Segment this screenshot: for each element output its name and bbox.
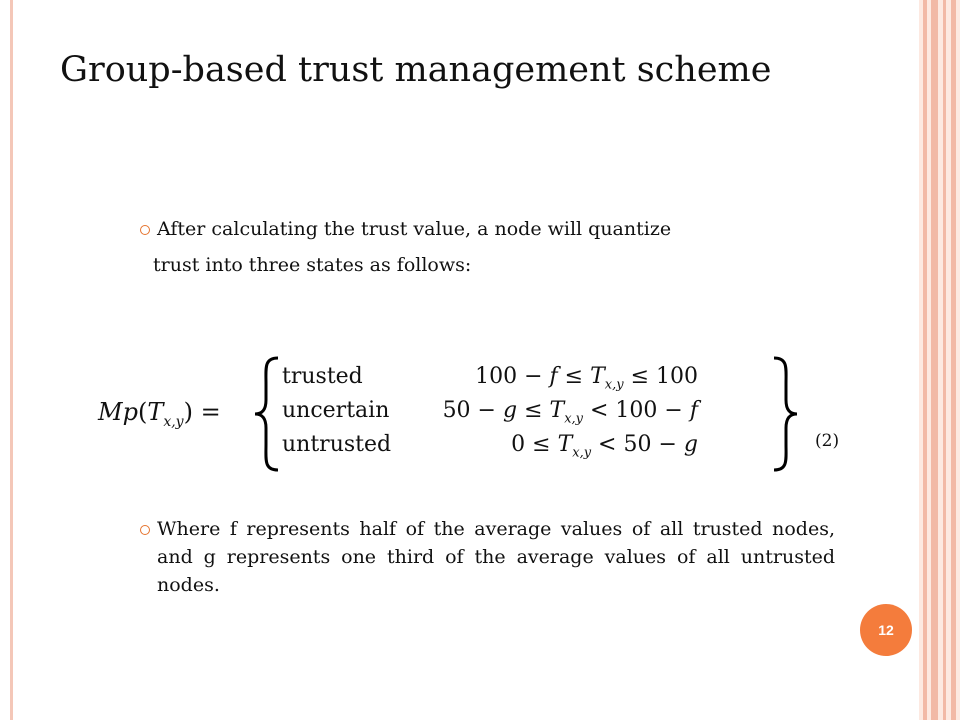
- case-condition-trusted: 100 − f ≤ Tx,y ≤ 100: [475, 364, 698, 393]
- bullet-1-line-1: After calculating the trust value, a nod…: [157, 218, 672, 240]
- right-frame-stripe-3: [943, 0, 946, 720]
- bullet-marker-1: [140, 225, 150, 235]
- left-frame-line: [10, 0, 13, 720]
- left-brace-icon: [254, 356, 279, 472]
- formula-lhs: Mp(Tx,y) =: [98, 398, 221, 430]
- formula-subscript: x,y: [163, 413, 184, 430]
- formula-variable: T: [147, 398, 164, 426]
- bullet-1: After calculating the trust value, a nod…: [153, 215, 837, 279]
- case-label-untrusted: untrusted: [282, 432, 392, 457]
- trust-quantization-formula: Mp(Tx,y) = trusted uncertain untrusted 1…: [98, 354, 798, 474]
- right-brace-icon: [773, 356, 798, 472]
- slide-title: Group-based trust management scheme: [60, 50, 772, 90]
- case-label-trusted: trusted: [282, 364, 363, 389]
- case-label-uncertain: uncertain: [282, 398, 390, 423]
- equation-number: (2): [815, 431, 840, 451]
- right-frame-stripe-2: [931, 0, 938, 720]
- case-condition-untrusted: 0 ≤ Tx,y < 50 − g: [511, 432, 698, 461]
- bullet-marker-2: [140, 525, 150, 535]
- bullet-1-line-2: trust into three states as follows:: [153, 254, 472, 276]
- case-condition-uncertain: 50 − g ≤ Tx,y < 100 − f: [442, 398, 698, 427]
- bullet-2: Where f represents half of the average v…: [157, 518, 835, 596]
- formula-function: Mp: [98, 398, 138, 426]
- right-frame-stripe-1: [923, 0, 927, 720]
- page-number-badge: 12: [860, 604, 912, 656]
- formula-equals: =: [200, 398, 221, 426]
- right-frame-stripe-4: [951, 0, 956, 720]
